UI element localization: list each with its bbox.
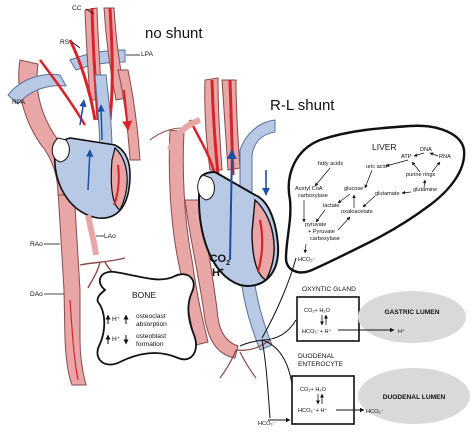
bone-row1-text-2: absorption xyxy=(136,321,167,328)
met-uric-acid: uric acid xyxy=(366,164,387,170)
bone-row1-text: osteoclast xyxy=(136,313,166,320)
oxyntic-reaction-2: HCO₃⁻+ H⁺ xyxy=(302,328,332,335)
met-acetyl-coa: Acetyl CoA xyxy=(295,186,323,192)
duodenal-reaction-2: HCO₃⁻+ H⁺ xyxy=(298,407,328,414)
h-plus-label: H+ xyxy=(212,267,224,279)
heading-no-shunt: no shunt xyxy=(145,25,203,42)
met-pyruvate-carb: + Pyruvate xyxy=(308,229,335,235)
co2-label: CO2 xyxy=(210,253,231,267)
descending-aorta xyxy=(57,189,87,386)
label-rao: RAo xyxy=(30,241,43,248)
label-rpa: RPA xyxy=(12,99,26,106)
label-rs: RS xyxy=(60,39,70,46)
connector-lines xyxy=(239,257,297,419)
bone-row2-ion: H⁺ xyxy=(112,336,121,343)
rl-shunt-heart xyxy=(149,77,280,379)
met-hco3: HCO₃⁻ xyxy=(298,257,316,263)
gastric-h-plus: H⁺ xyxy=(398,328,405,335)
no-shunt-heart xyxy=(7,7,141,386)
oxyntic-reaction-1: CO₂+ H₂O xyxy=(304,308,331,314)
rpa-vessel xyxy=(7,73,67,105)
oxyntic-box xyxy=(296,296,360,342)
met-rna: RNA xyxy=(439,154,451,160)
met-purine-rings: purine rings xyxy=(406,172,435,178)
met-lactate: lactate xyxy=(323,203,339,209)
duodenal-hco3: HCO₃⁻ xyxy=(366,409,384,415)
met-glutamine: glutamine xyxy=(413,187,437,193)
label-lao: LAo xyxy=(104,233,116,240)
bone-row2-text-2: formation xyxy=(136,341,164,348)
gastric-lumen-label: GASTRIC LUMEN xyxy=(385,309,440,316)
met-glucose: glucose xyxy=(344,186,363,192)
gastric-lumen xyxy=(358,291,466,343)
bone-title: BONE xyxy=(132,290,156,300)
met-dna: DNA xyxy=(420,147,432,153)
heading-rl-shunt: R-L shunt xyxy=(270,97,335,114)
met-atp: ATP xyxy=(401,154,412,160)
duodenal-box xyxy=(291,375,355,425)
duodenal-title-2: ENTEROCYTE xyxy=(298,361,344,368)
label-lpa: LPA xyxy=(141,51,154,58)
duodenal-lumen-label: DUODENAL LUMEN xyxy=(383,394,446,401)
met-pyruvate: pyruvate xyxy=(305,222,326,228)
label-dao: DAo xyxy=(30,291,43,298)
met-glutamate: glutamate xyxy=(375,191,400,197)
blood-hco3: HCO₃⁻ xyxy=(258,421,276,427)
met-fatty-acids: fatty acids xyxy=(318,161,343,167)
duodenal-reaction-1: CO₂+ H₂O xyxy=(300,387,327,393)
met-pyruvate-carb-2: carboxylase xyxy=(310,236,340,242)
liver-title: LIVER xyxy=(372,142,397,152)
duodenal-lumen xyxy=(358,368,470,424)
oxyntic-title: OXYNTIC GLAND xyxy=(302,286,356,293)
met-acetyl-coa-2: carboxylase xyxy=(298,193,328,199)
liver-arrows xyxy=(302,152,441,254)
met-oxaloacetate: oxaloacetate xyxy=(341,209,373,215)
label-cc: CC xyxy=(72,5,82,12)
bone-row1-ion: H⁺ xyxy=(112,316,121,323)
bone-panel xyxy=(96,270,197,366)
bone-row2-text: osteoblast xyxy=(136,333,166,340)
bone-outline xyxy=(96,270,197,366)
duodenal-title: DUODENAL xyxy=(298,353,335,360)
